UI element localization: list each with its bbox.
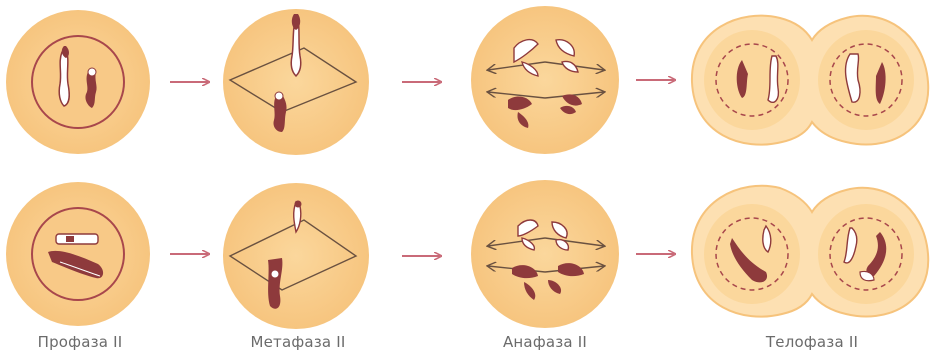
anaphase-cell-row1 [471,6,619,154]
label-telophase-ii: Телофаза II [732,333,892,351]
chromosome-light [59,46,69,106]
label-prophase-ii: Профаза II [0,333,160,351]
daughter-cell-right [818,30,914,130]
chromosome-light [56,234,98,244]
label-metaphase-ii: Метафаза II [218,333,378,351]
chromosome-light [291,14,301,76]
metaphase-cell-row1 [223,9,369,155]
metaphase-cell-row2 [223,183,369,329]
anaphase-cell-row2 [471,180,619,328]
cytoplasm [471,180,619,328]
prophase-cell-row1 [6,10,150,154]
nuclear-membrane [32,208,124,300]
prophase-cell-row2 [6,182,150,326]
daughter-cell-left [704,204,800,304]
cytoplasm [471,6,619,154]
daughter-cell-left [704,30,800,130]
daughter-cell-right [818,204,914,304]
label-anaphase-ii: Анафаза II [465,333,625,351]
telophase-cell-row2 [692,186,928,317]
nuclear-membrane [32,36,124,128]
telophase-cell-row1 [692,16,928,145]
